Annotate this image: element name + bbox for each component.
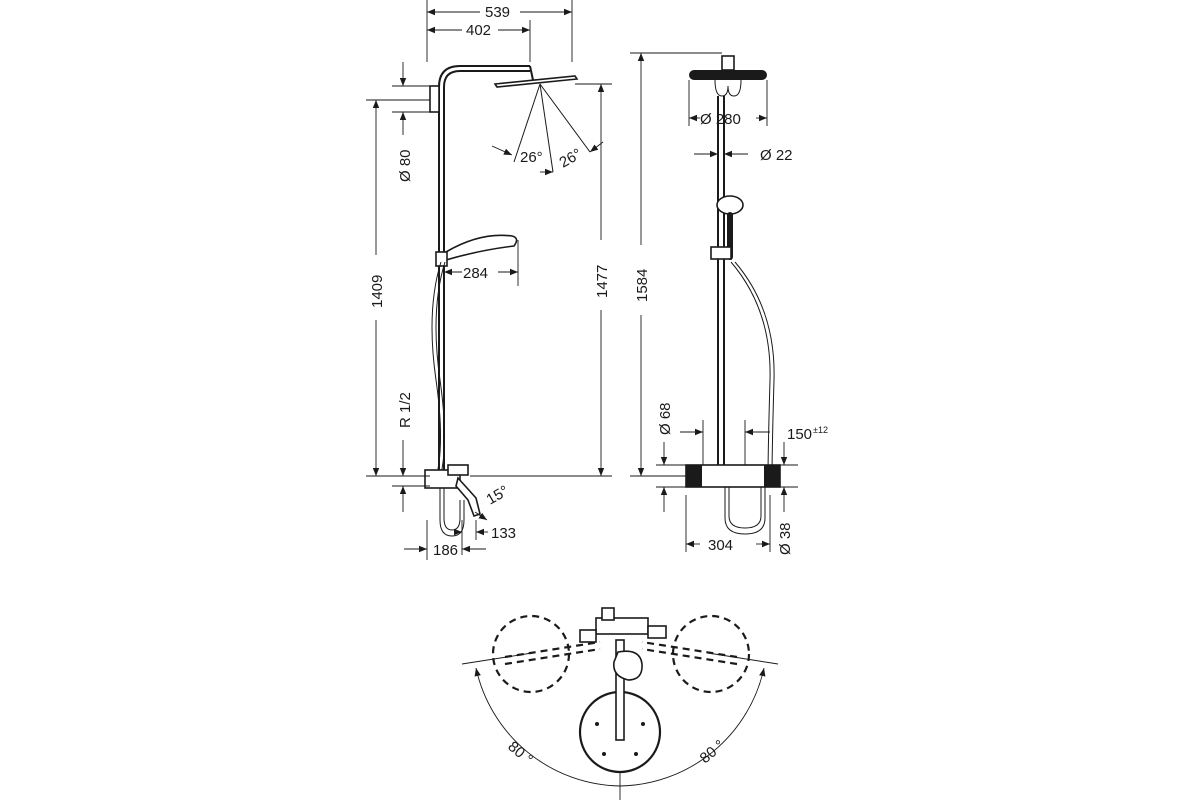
hand-shower-top bbox=[612, 650, 643, 681]
angle-left-label: 26° bbox=[520, 149, 543, 166]
hand-shower-side bbox=[445, 234, 518, 262]
dim-402: 402 bbox=[466, 22, 491, 39]
side-view: 26° 26° 539 402 Ø 80 1409 R 1/2 1477 bbox=[366, 0, 612, 560]
overhead-shower-front bbox=[689, 70, 767, 80]
dim-center-tolerance: ±12 bbox=[813, 425, 828, 435]
overhead-shower-side bbox=[493, 75, 579, 88]
dim-center: 150 bbox=[787, 426, 812, 443]
riser-top bbox=[615, 639, 625, 741]
rotation-circle-right bbox=[671, 614, 751, 694]
dim-1584: 1584 bbox=[634, 269, 651, 302]
spout-side bbox=[455, 476, 481, 518]
dim-pipe-dia: Ø 22 bbox=[760, 147, 793, 164]
top-view: 80 ° 80 ° bbox=[461, 607, 779, 800]
wall-bracket-top bbox=[429, 85, 440, 113]
dim-284: 284 bbox=[463, 265, 488, 282]
slider-front bbox=[710, 246, 732, 260]
dim-304: 304 bbox=[708, 537, 733, 554]
dim-r-half: R 1/2 bbox=[397, 392, 414, 428]
hand-shower-front bbox=[716, 195, 744, 215]
dim-rail-dia: Ø 80 bbox=[397, 149, 414, 182]
angle-right-80: 80 ° bbox=[697, 737, 729, 767]
dim-1409: 1409 bbox=[369, 275, 386, 308]
dim-133: 133 bbox=[491, 525, 516, 542]
front-view: 1584 Ø 280 Ø 22 Ø 68 150 ±12 Ø 38 bbox=[630, 52, 828, 555]
dim-186: 186 bbox=[433, 542, 458, 559]
dim-539: 539 bbox=[485, 4, 510, 21]
hose-front bbox=[730, 261, 771, 481]
dim-body-dia: Ø 68 bbox=[657, 402, 674, 435]
dim-15-deg: 15° bbox=[484, 482, 512, 508]
dim-outlet-dia: Ø 38 bbox=[777, 522, 794, 555]
dim-head-dia: Ø 280 bbox=[700, 111, 741, 128]
dim-1477: 1477 bbox=[594, 265, 611, 298]
hose-side bbox=[431, 261, 442, 486]
angle-right-label: 26° bbox=[557, 145, 585, 171]
shower-arm bbox=[438, 65, 530, 88]
angle-left-80: 80 ° bbox=[504, 738, 536, 768]
